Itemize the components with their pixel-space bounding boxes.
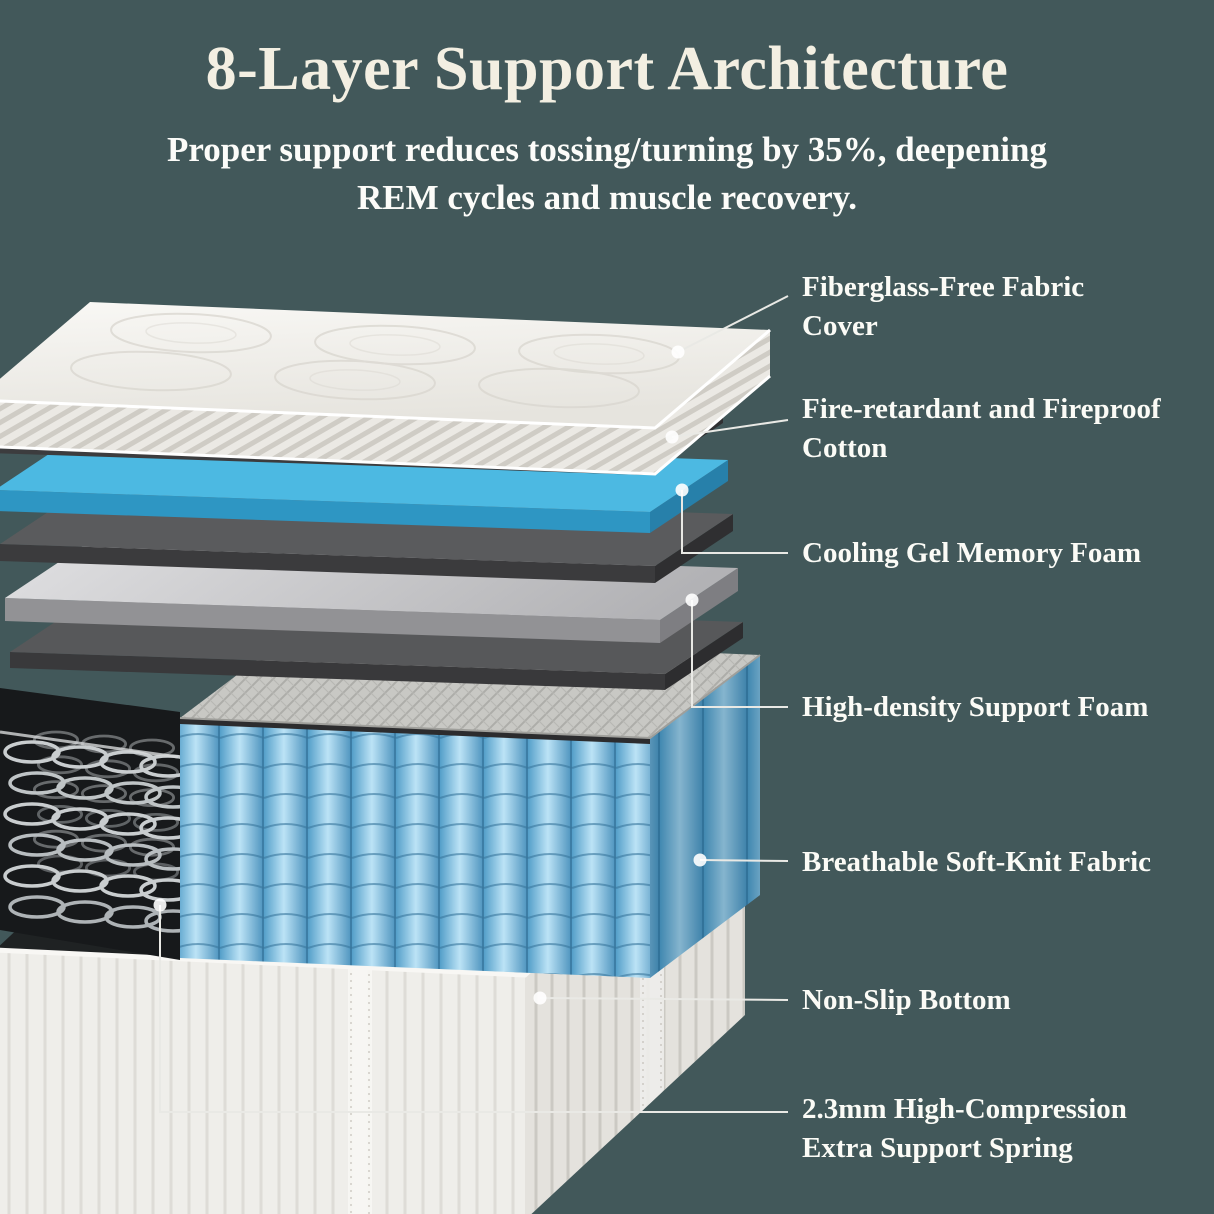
page-title: 8-Layer Support Architecture [205,35,1009,103]
pocket-coil-layer [179,635,761,978]
support-springs [0,688,202,960]
cover-tape-edge-end [655,330,770,474]
leader-knit-fabric [699,859,789,862]
callout-label-gel-foam: Cooling Gel Memory Foam [802,537,1142,569]
leader-dots [153,345,707,1005]
callout-label-non-slip: Non-Slip Bottom [802,984,1011,1016]
subtitle-line-2: REM cycles and muscle recovery. [357,178,857,217]
callout-dot-non-slip [533,991,547,1005]
callout-dot-fabric-cover [671,345,685,359]
callout-dot-knit-fabric [693,853,707,867]
callout-dot-spring [153,898,167,912]
subtitle-line-1: Proper support reduces tossing/turning b… [167,130,1047,169]
leader-spring [159,905,788,1113]
leader-fireproof-cotton [671,419,789,438]
fabric-cover-layer [0,302,771,476]
cover-piping-bottom [0,374,771,476]
callout-label-fireproof-cotton: Fire-retardant and Fireproof Cotton [802,393,1161,464]
cover-top-face [0,302,770,428]
leader-fabric-cover [677,295,789,353]
subtitle: Proper support reduces tossing/turning b… [0,126,1214,222]
callout-label-knit-fabric: Breathable Soft-Knit Fabric [802,846,1152,878]
base-front-face [0,950,525,1214]
callout-dot-gel-foam [675,483,689,497]
cover-tape-edge-front [0,401,655,474]
callout-label-fabric-cover: Fiberglass-Free Fabric Cover [802,271,1085,342]
callout-label-spring: 2.3mm High-Compression Extra Support Spr… [802,1093,1127,1164]
cover-piping-top [0,328,771,430]
leader-support-foam [691,600,788,708]
callout-label-support-foam: High-density Support Foam [802,691,1149,723]
leader-gel-foam [681,490,788,554]
coil-end-face [650,655,760,978]
leader-non-slip [539,997,789,1001]
cover-quilting [70,312,680,409]
base-front-tape [348,966,372,1214]
callout-dot-support-foam [685,593,699,607]
leader-lines [159,295,789,1113]
callout-dot-fireproof-cotton [665,430,679,444]
